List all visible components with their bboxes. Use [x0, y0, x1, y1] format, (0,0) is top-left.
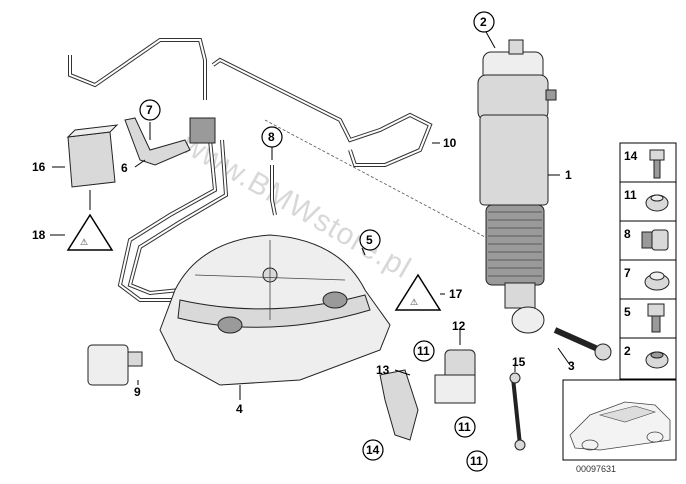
- callout-labels: 1 2 3 4 5 6 7 8 9 10 11 11 11 12 13 14 1…: [32, 11, 575, 472]
- legend-item-7: 7: [624, 266, 631, 280]
- locknut-icon: [645, 351, 669, 369]
- strut-bolt: [553, 327, 612, 361]
- callout-2-circle: [473, 11, 495, 33]
- legend-item-14: 14: [624, 149, 638, 163]
- callout-17: 17: [449, 287, 463, 301]
- callout-11b: 11: [458, 420, 471, 434]
- callout-7: 7: [146, 103, 153, 117]
- callout-11a-circle: [413, 340, 435, 362]
- callout-8-circle: [261, 126, 283, 148]
- relay-9: [87, 344, 143, 386]
- callout-16: 16: [32, 160, 46, 174]
- clip-bracket: [124, 117, 216, 166]
- bracket-13: [379, 369, 419, 441]
- callout-5-circle: [359, 229, 381, 251]
- svg-text:⚠: ⚠: [80, 237, 88, 247]
- warning-label-18: ⚠: [66, 213, 114, 251]
- callout-1: 1: [565, 168, 572, 182]
- legend-item-5: 5: [624, 305, 631, 319]
- collar-nut-icon: [644, 271, 670, 291]
- warning-label-17: ⚠: [394, 273, 442, 311]
- callout-4: 4: [236, 402, 243, 416]
- legend-item-11: 11: [624, 188, 637, 202]
- callout-5: 5: [366, 233, 373, 247]
- air-strut: [477, 39, 557, 334]
- legend-item-2: 2: [624, 344, 631, 358]
- reference-number: 00097631: [576, 464, 616, 474]
- callout-12: 12: [452, 319, 466, 333]
- sensor-12: [434, 349, 476, 404]
- callout-15: 15: [512, 355, 526, 369]
- callout-11a: 11: [417, 344, 430, 358]
- callout-18: 18: [32, 228, 46, 242]
- nut-icon: [645, 194, 669, 212]
- bolt-icon: [649, 149, 665, 179]
- reservoir: [159, 234, 391, 386]
- callout-8: 8: [268, 130, 275, 144]
- fitting-icon: [641, 229, 669, 251]
- callout-11b-circle: [454, 416, 476, 438]
- callout-14-circle: [362, 439, 384, 461]
- link-15: [509, 372, 526, 451]
- callout-11c: 11: [470, 454, 483, 468]
- callout-3: 3: [568, 359, 575, 373]
- callout-13: 13: [376, 363, 390, 377]
- callout-11c-circle: [466, 450, 488, 472]
- legend-item-8: 8: [624, 227, 631, 241]
- svg-text:⚠: ⚠: [410, 297, 418, 307]
- control-unit: [66, 124, 119, 188]
- hex-bolt-icon: [647, 303, 665, 333]
- leader-lines: [50, 29, 571, 400]
- callout-9: 9: [134, 385, 141, 399]
- air-lines: [68, 38, 433, 302]
- callout-10: 10: [443, 136, 457, 150]
- vehicle-inset: [562, 379, 677, 461]
- hardware-legend: 14 11 8 7 5 2: [619, 142, 677, 380]
- callout-2: 2: [480, 15, 487, 29]
- callout-6: 6: [121, 161, 128, 175]
- callout-14: 14: [366, 443, 380, 457]
- callout-7-circle: [139, 99, 161, 121]
